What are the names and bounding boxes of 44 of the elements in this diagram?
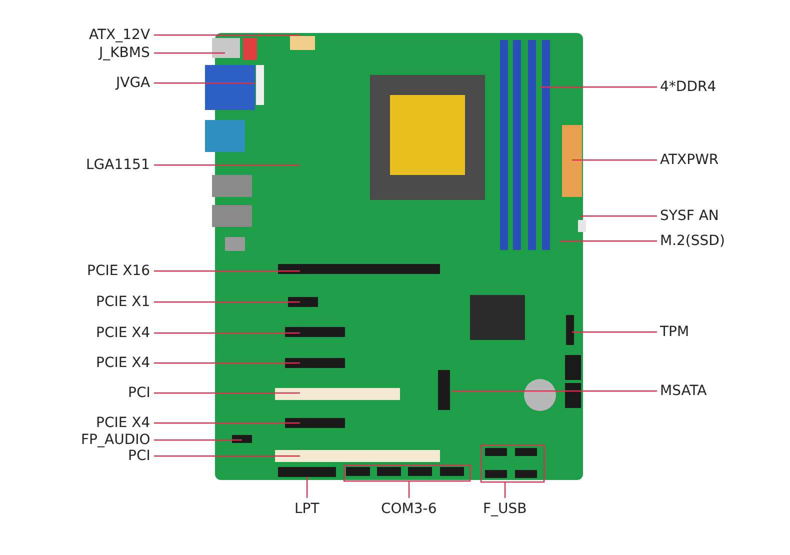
- highlight-frame: [343, 464, 471, 482]
- leader-line: [572, 331, 657, 333]
- callout-label: LGA1151: [86, 156, 150, 174]
- leader-line: [154, 455, 300, 457]
- leader-line: [154, 82, 255, 84]
- callout-label: SYSF AN: [660, 207, 719, 225]
- leader-line: [154, 439, 242, 441]
- callout-label: J_KBMS: [99, 44, 150, 62]
- callout-label: 4*DDR4: [660, 78, 716, 96]
- leader-line: [154, 332, 300, 334]
- leader-line: [560, 240, 657, 242]
- callout-label: MSATA: [660, 382, 707, 400]
- leader-line: [452, 390, 657, 392]
- leader-line: [306, 477, 308, 498]
- callout-label: M.2(SSD): [660, 232, 725, 250]
- callout-label: FP_AUDIO: [81, 431, 150, 449]
- callout-label: PCIE X16: [87, 262, 150, 280]
- leader-line: [154, 52, 225, 54]
- leader-line: [504, 482, 506, 498]
- callout-label: PCIE X1: [96, 293, 150, 311]
- callout-label: PCIE X4: [96, 324, 150, 342]
- callout-label: ATX_12V: [89, 26, 150, 44]
- highlight-frame: [480, 444, 545, 483]
- callout-label: PCI: [128, 384, 150, 402]
- leader-line: [154, 270, 300, 272]
- leader-line: [154, 34, 300, 36]
- callout-label: ATXPWR: [660, 151, 719, 169]
- leader-line: [154, 362, 300, 364]
- callout-label: PCIE X4: [96, 414, 150, 432]
- callout-label: LPT: [294, 500, 320, 518]
- callout-label: PCIE X4: [96, 354, 150, 372]
- leader-line: [540, 86, 657, 88]
- leader-line: [572, 159, 657, 161]
- callout-label: PCI: [128, 447, 150, 465]
- leader-line: [154, 301, 300, 303]
- callout-label: F_USB: [483, 500, 527, 518]
- leader-line: [580, 215, 657, 217]
- leader-line: [154, 392, 300, 394]
- callout-label: JVGA: [116, 74, 150, 92]
- callout-label: TPM: [660, 323, 690, 341]
- callout-label: COM3-6: [381, 500, 437, 518]
- leader-line: [408, 481, 410, 498]
- leader-line: [154, 164, 300, 166]
- leader-line: [154, 422, 300, 424]
